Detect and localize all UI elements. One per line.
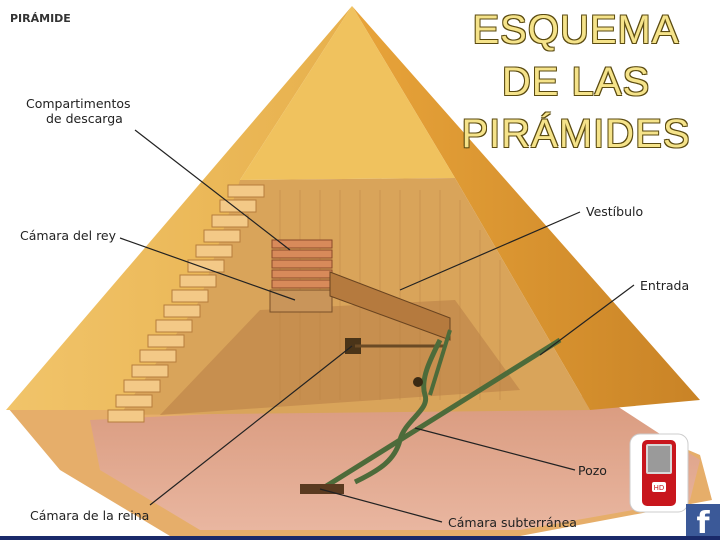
title-line-1: ESQUEMA bbox=[446, 4, 706, 56]
label-compartimentos-line-2: de descarga bbox=[26, 111, 131, 126]
label-entrada: Entrada bbox=[640, 278, 689, 293]
label-pozo: Pozo bbox=[578, 463, 607, 478]
label-camara-rey: Cámara del rey bbox=[20, 228, 116, 243]
bottom-bar bbox=[0, 536, 720, 540]
label-vestibulo: Vestíbulo bbox=[586, 204, 643, 219]
title-line-3: PIRÁMIDES bbox=[446, 108, 706, 160]
relieving-chambers bbox=[272, 240, 332, 288]
label-camara-reina: Cámara de la reina bbox=[30, 508, 149, 523]
page-title: ESQUEMA DE LAS PIRÁMIDES bbox=[446, 4, 706, 160]
label-compartimentos: Compartimentos de descarga bbox=[26, 96, 131, 126]
kings-chamber-block bbox=[270, 290, 332, 312]
label-camara-subterranea: Cámara subterránea bbox=[448, 515, 577, 530]
camera-screen-text: HD bbox=[654, 484, 665, 492]
corner-label: PIRÁMIDE bbox=[10, 12, 71, 25]
well-marker bbox=[413, 377, 423, 387]
label-compartimentos-line-1: Compartimentos bbox=[26, 96, 131, 111]
title-line-2: DE LAS bbox=[446, 56, 706, 108]
facebook-icon[interactable]: f bbox=[686, 504, 720, 540]
camcorder-icon[interactable]: HD bbox=[628, 432, 690, 514]
